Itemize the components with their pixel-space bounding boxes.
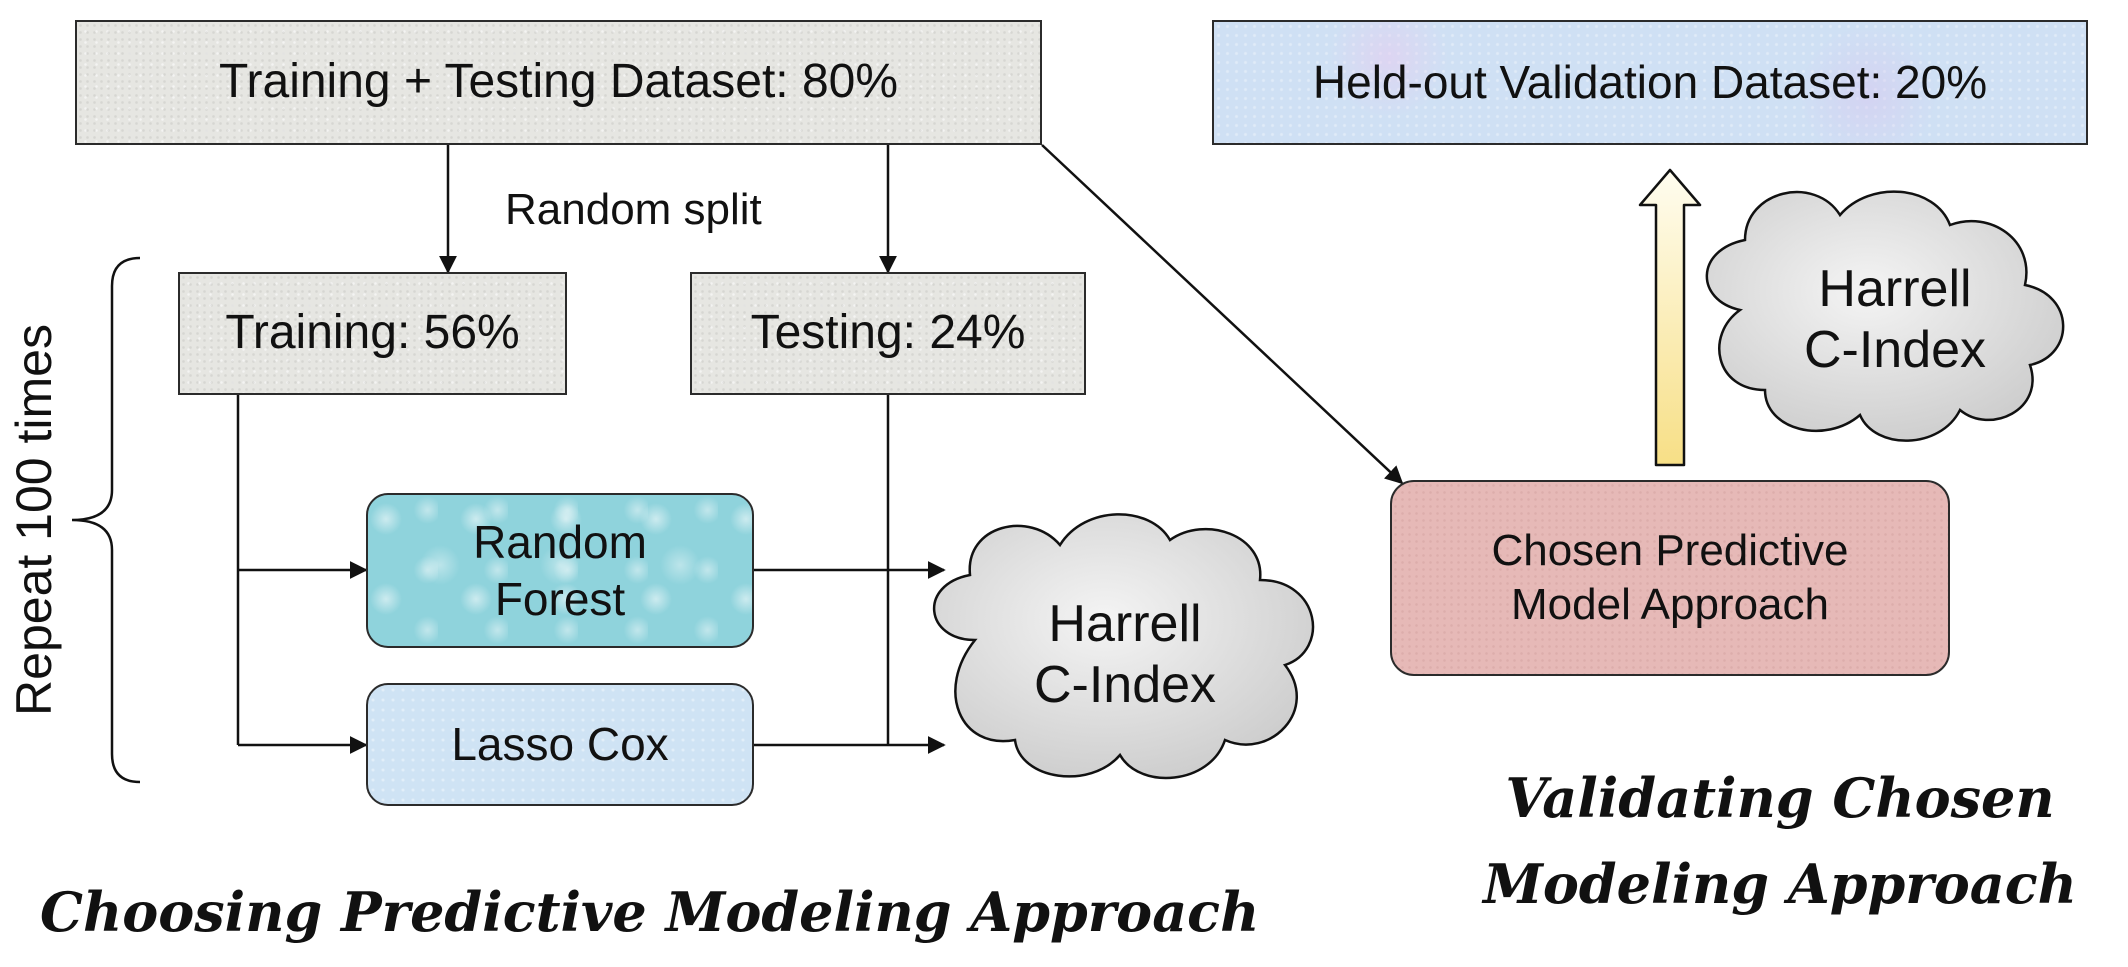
output-arrows (754, 395, 946, 754)
train-test-dataset-label: Training + Testing Dataset: 80% (218, 55, 899, 109)
left-cloud-icon (932, 513, 1315, 780)
lasso-cox-box: Lasso Cox (366, 683, 754, 806)
repeat-label: Repeat 100 times (6, 324, 62, 716)
validating-section-label: Validating Chosen Modeling Approach (1483, 766, 2077, 917)
testing-label: Testing: 24% (750, 306, 1026, 360)
validating-section-title: Validating Chosen Modeling Approach (1460, 755, 2100, 928)
training-box: Training: 56% (178, 272, 567, 395)
choosing-section-title: Choosing Predictive Modeling Approach (40, 880, 1260, 944)
validation-up-arrow (1638, 168, 1702, 467)
training-label: Training: 56% (225, 306, 520, 360)
random-split-label: Random split (505, 185, 762, 234)
train-test-dataset-box: Training + Testing Dataset: 80% (75, 20, 1042, 145)
chosen-model-label: Chosen Predictive Model Approach (1491, 526, 1849, 629)
left-cloud-label: Harrell C-Index (1033, 594, 1217, 714)
held-out-validation-box: Held-out Validation Dataset: 20% (1212, 20, 2088, 145)
right-cloud-text: Harrell C-Index (1760, 235, 2030, 405)
split-arrows (439, 145, 897, 274)
left-cloud-text: Harrell C-Index (990, 570, 1260, 740)
lasso-cox-label: Lasso Cox (451, 718, 669, 771)
right-cloud-icon (1705, 190, 2065, 442)
random-forest-label: Random Forest (473, 516, 647, 625)
chosen-model-box: Chosen Predictive Model Approach (1390, 480, 1950, 676)
held-out-validation-label: Held-out Validation Dataset: 20% (1312, 56, 1988, 109)
training-branches (236, 395, 368, 754)
random-forest-box: Random Forest (366, 493, 754, 648)
right-cloud-label: Harrell C-Index (1803, 259, 1987, 379)
to-chosen-arrow (1041, 144, 1404, 485)
testing-box: Testing: 24% (690, 272, 1086, 395)
repeat-bracket (71, 256, 141, 784)
